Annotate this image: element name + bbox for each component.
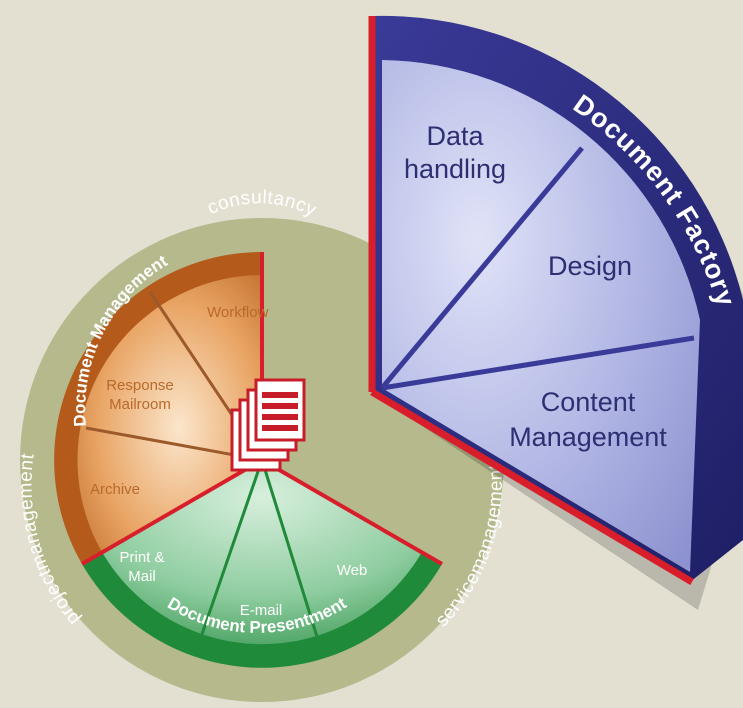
divider-line xyxy=(260,459,320,641)
consultancy-label: consultancy xyxy=(204,187,320,221)
workflow-label: Workflow xyxy=(207,304,269,321)
data-handling-label: Data xyxy=(426,121,484,151)
documents-icon xyxy=(230,378,306,472)
management-label: Management xyxy=(509,422,667,452)
red-divider xyxy=(80,458,264,566)
content-label: Content xyxy=(541,387,636,417)
archive-label: Archive xyxy=(90,481,140,498)
print-mail-label: Print & xyxy=(119,549,164,566)
factory-red-edge xyxy=(370,388,694,586)
response-label: Response xyxy=(106,377,174,394)
email-label: E-mail xyxy=(240,602,283,619)
mailroom-label: Mailroom xyxy=(109,396,171,413)
design-label: Design xyxy=(548,251,632,281)
data-handling-label-line2: handling xyxy=(404,154,506,184)
divider-line xyxy=(381,335,695,391)
red-divider xyxy=(260,458,444,566)
web-label: Web xyxy=(337,562,368,579)
mail-label: Mail xyxy=(128,568,156,585)
divider-line xyxy=(380,146,584,390)
divider-line xyxy=(198,459,264,641)
document-factory-sector xyxy=(368,15,743,586)
